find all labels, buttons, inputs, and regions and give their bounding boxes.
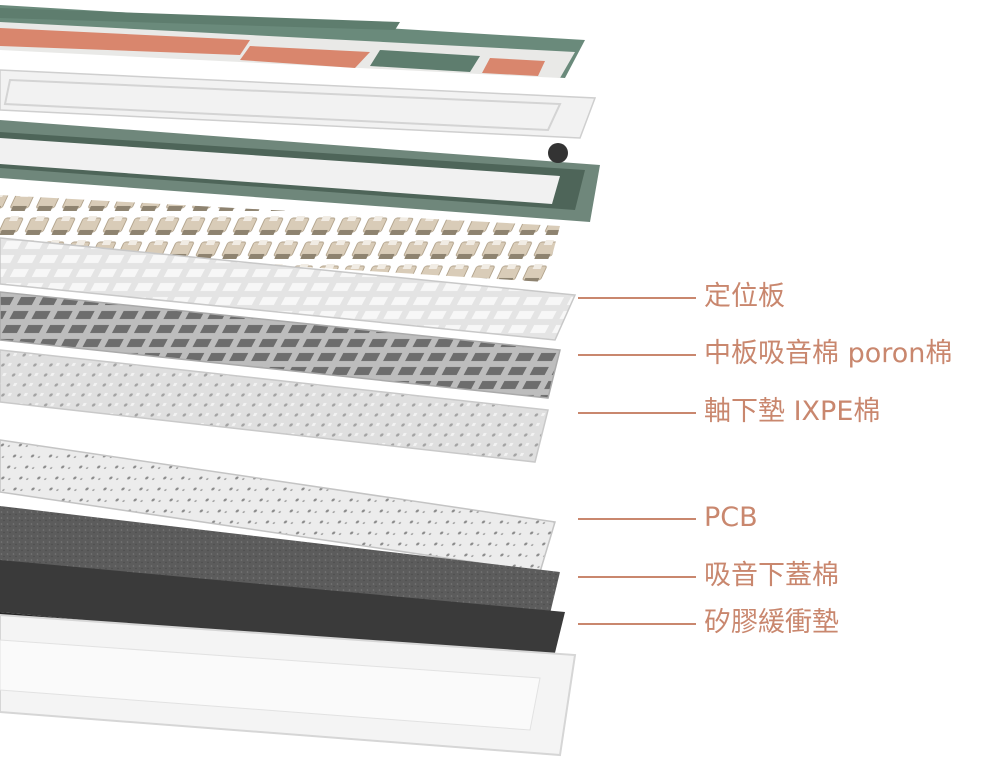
bottom-case-layer — [0, 613, 577, 757]
middle-foam-layer — [0, 291, 561, 399]
label-pcb: PCB — [704, 502, 758, 533]
switches-layer — [0, 195, 560, 282]
callout-line-bottom-foam — [578, 576, 696, 578]
callout-line-silicone-pad — [578, 623, 696, 625]
label-silicone-pad: 矽膠緩衝墊 — [704, 607, 839, 638]
middle-frame-layer — [0, 120, 600, 222]
label-middle-foam: 中板吸音棉 poron棉 — [704, 338, 953, 369]
label-positioning-plate: 定位板 — [704, 281, 785, 312]
keycaps-layer — [0, 5, 585, 78]
callout-line-switch-pad — [578, 412, 696, 414]
callout-line-positioning-plate — [578, 297, 696, 299]
callout-line-middle-foam — [578, 354, 696, 356]
top-case-layer — [0, 69, 597, 139]
label-switch-pad: 軸下墊 IXPE棉 — [704, 396, 881, 427]
callout-line-pcb — [578, 518, 696, 520]
positioning-plate-layer — [0, 237, 577, 341]
label-bottom-foam: 吸音下蓋棉 — [704, 560, 839, 591]
switch-pad-layer — [0, 349, 549, 463]
